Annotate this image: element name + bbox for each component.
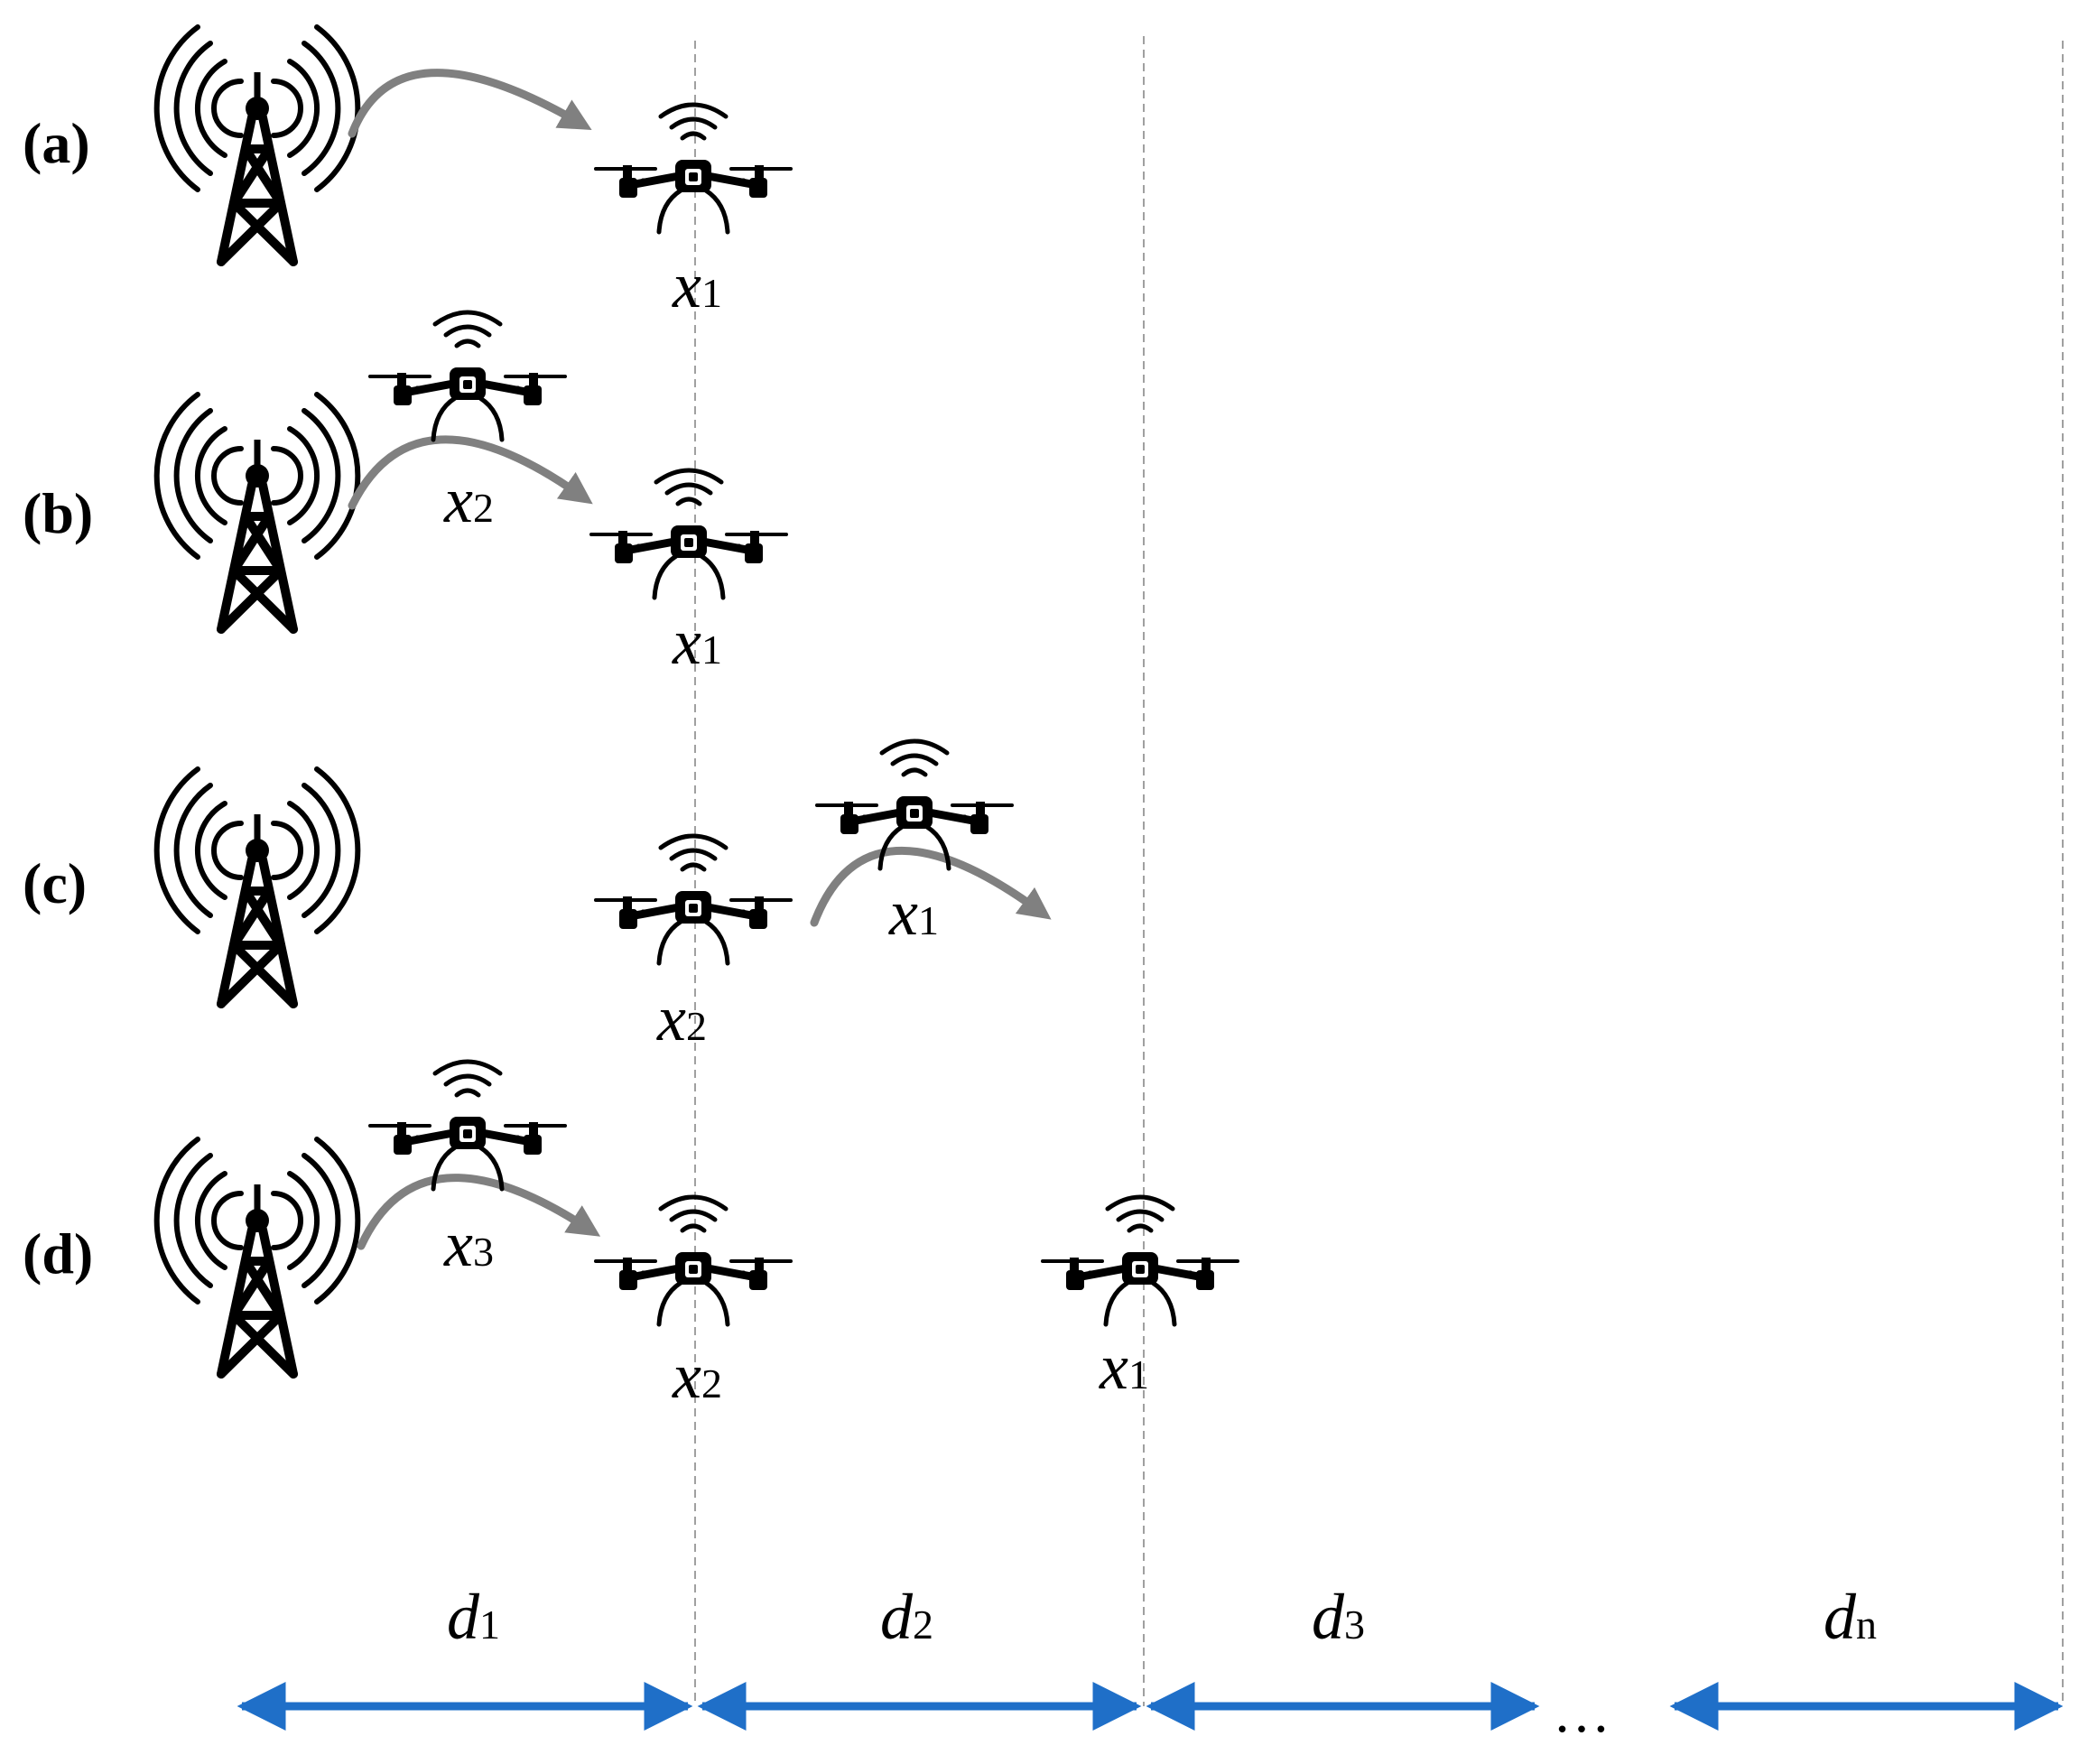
drone-icon bbox=[596, 105, 791, 232]
drone-icon bbox=[596, 1197, 791, 1324]
drone-icon bbox=[370, 1062, 565, 1189]
drone-icon bbox=[1043, 1197, 1238, 1324]
uav-label-c-x1: x1 bbox=[888, 877, 939, 949]
uav-label-d-x3: x3 bbox=[443, 1208, 494, 1280]
distance-label-dn: dn bbox=[1824, 1581, 1877, 1653]
uav-label-c-x2: x2 bbox=[656, 982, 707, 1054]
transfer-arrow-d bbox=[357, 1174, 601, 1250]
distance-label-d1: d1 bbox=[447, 1581, 500, 1653]
radio-tower-icon bbox=[157, 395, 358, 629]
uav-label-b-x1: x1 bbox=[672, 606, 722, 678]
drone-icon bbox=[596, 836, 791, 963]
drone-icon bbox=[370, 312, 565, 440]
transfer-arrow-c bbox=[810, 846, 1052, 927]
drone-icon bbox=[591, 470, 786, 598]
transfer-arrow-a bbox=[348, 69, 592, 138]
uav-label-d-x2: x2 bbox=[672, 1340, 722, 1412]
panel-label-b: (b) bbox=[23, 481, 93, 545]
ellipsis: … bbox=[1553, 1680, 1610, 1744]
dividers bbox=[694, 36, 2064, 1706]
transfer-arrows bbox=[348, 69, 1052, 1250]
radio-tower-icon bbox=[157, 1139, 358, 1374]
radio-tower-icon bbox=[157, 27, 358, 262]
uav-label-b-x2: x2 bbox=[443, 464, 494, 536]
panel-label-a: (a) bbox=[23, 111, 90, 175]
transfer-arrow-b bbox=[348, 435, 593, 510]
uav-label-d-x1: x1 bbox=[1099, 1331, 1149, 1403]
distance-label-d3: d3 bbox=[1312, 1581, 1365, 1653]
distance-label-d2: d2 bbox=[880, 1581, 933, 1653]
panel-label-c: (c) bbox=[23, 851, 87, 915]
uav-label-a-x1: x1 bbox=[672, 249, 722, 321]
panel-label-d: (d) bbox=[23, 1221, 93, 1286]
radio-tower-icon bbox=[157, 769, 358, 1004]
